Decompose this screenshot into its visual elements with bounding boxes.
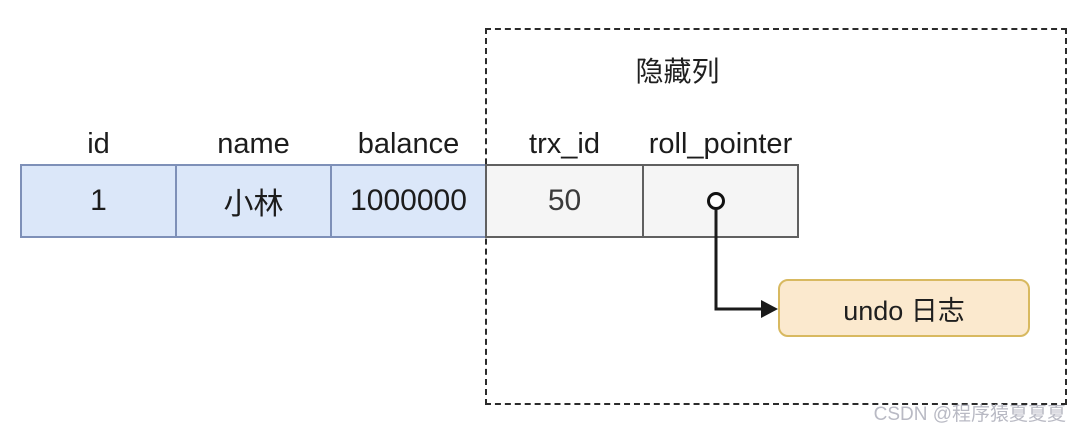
column-header-balance: balance [357,128,460,160]
row-cell-id: 1 [20,164,177,238]
watermark: CSDN @程序猿夏夏夏 [873,404,1066,425]
hidden-columns-title: 隐藏列 [635,56,720,87]
roll-pointer-arrow-icon [714,210,778,318]
row-cell-name: 小林 [175,164,332,238]
column-header-id: id [87,128,110,160]
column-header-roll-pointer: roll_pointer [648,128,793,160]
row-cell-trx-id: 50 [485,164,644,238]
row-cell-roll-pointer [642,164,799,238]
column-header-trx-id: trx_id [529,128,600,160]
column-header-name: name [217,128,290,160]
undo-log-box: undo 日志 [778,279,1030,337]
circle-pointer-icon [707,192,725,210]
row-cell-balance: 1000000 [330,164,487,238]
undo-log-label: undo 日志 [843,295,965,326]
